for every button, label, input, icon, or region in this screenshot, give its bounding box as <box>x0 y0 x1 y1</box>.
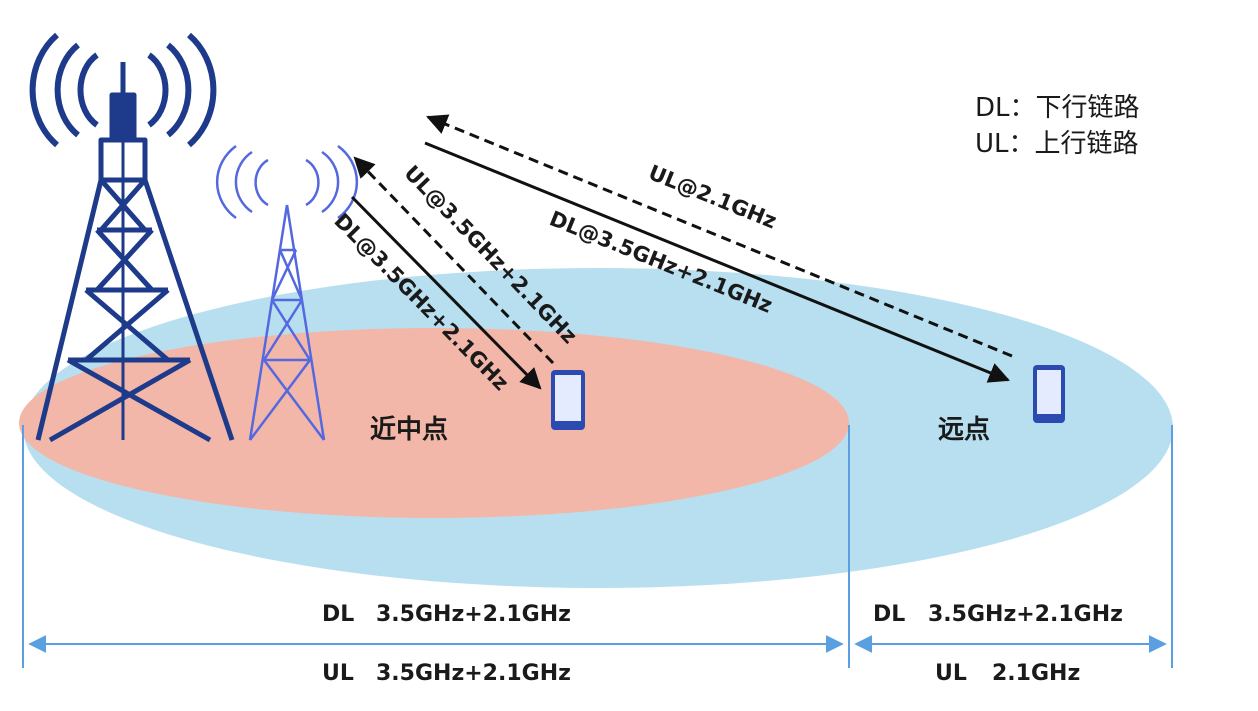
far-ul-label: UL@2.1GHz <box>645 160 780 233</box>
near-dl-band-freq: 3.5GHz+2.1GHz <box>376 602 571 627</box>
near-ul-band-tag: UL <box>322 661 354 686</box>
near-device-icon <box>551 370 585 430</box>
far-zone-label: 远点 <box>938 414 990 445</box>
dimension-lines <box>22 425 1173 668</box>
far-ul-band-freq: 2.1GHz <box>992 661 1080 686</box>
near-zone-label: 近中点 <box>370 414 448 445</box>
near-ul-band-freq: 3.5GHz+2.1GHz <box>376 661 571 686</box>
far-ul-band-tag: UL <box>935 661 967 686</box>
far-ul-arrow <box>426 114 1013 358</box>
far-dl-arrow <box>424 141 1010 383</box>
near-dl-band-tag: DL <box>322 602 354 627</box>
near-dl-arrow <box>350 195 542 390</box>
near-coverage-area <box>19 328 849 518</box>
legend-dl: DL：下行链路 <box>975 93 1140 123</box>
far-dl-band-tag: DL <box>873 602 905 627</box>
small-cell-tower-icon <box>215 144 359 441</box>
macro-tower-icon <box>29 32 235 443</box>
far-dl-band-freq: 3.5GHz+2.1GHz <box>928 602 1123 627</box>
far-device-icon <box>1033 365 1065 423</box>
legend-ul: UL：上行链路 <box>975 129 1139 159</box>
